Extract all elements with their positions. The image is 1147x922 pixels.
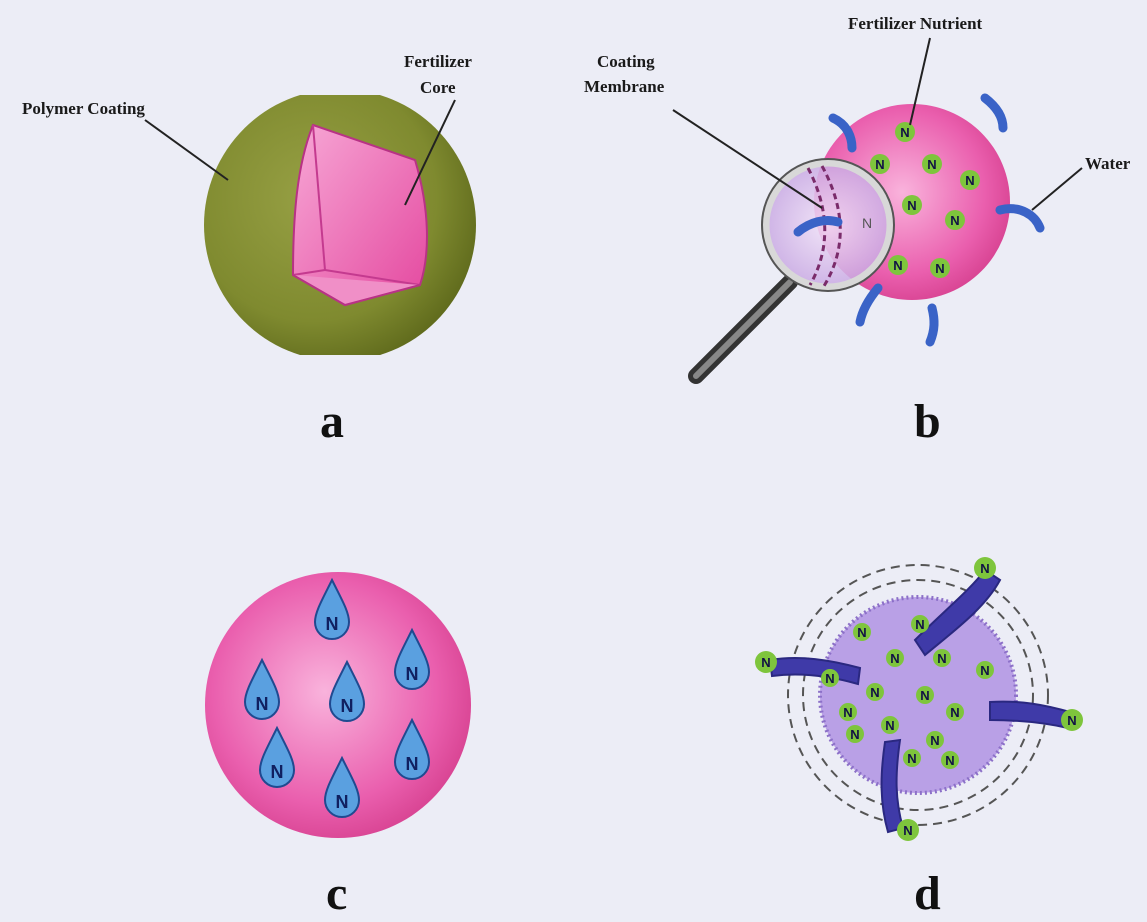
svg-text:N: N (980, 561, 989, 576)
svg-text:N: N (825, 671, 834, 686)
svg-text:N: N (870, 685, 879, 700)
svg-text:N: N (907, 751, 916, 766)
svg-text:N: N (950, 705, 959, 720)
svg-text:N: N (843, 705, 852, 720)
svg-text:N: N (885, 718, 894, 733)
svg-text:N: N (1067, 713, 1076, 728)
svg-text:N: N (890, 651, 899, 666)
svg-text:N: N (903, 823, 912, 838)
svg-text:N: N (761, 655, 770, 670)
svg-text:N: N (915, 617, 924, 632)
svg-text:N: N (920, 688, 929, 703)
svg-text:N: N (980, 663, 989, 678)
svg-text:N: N (937, 651, 946, 666)
svg-text:N: N (930, 733, 939, 748)
panel-d-letter: d (914, 870, 941, 918)
svg-text:N: N (945, 753, 954, 768)
svg-text:N: N (850, 727, 859, 742)
svg-text:N: N (857, 625, 866, 640)
